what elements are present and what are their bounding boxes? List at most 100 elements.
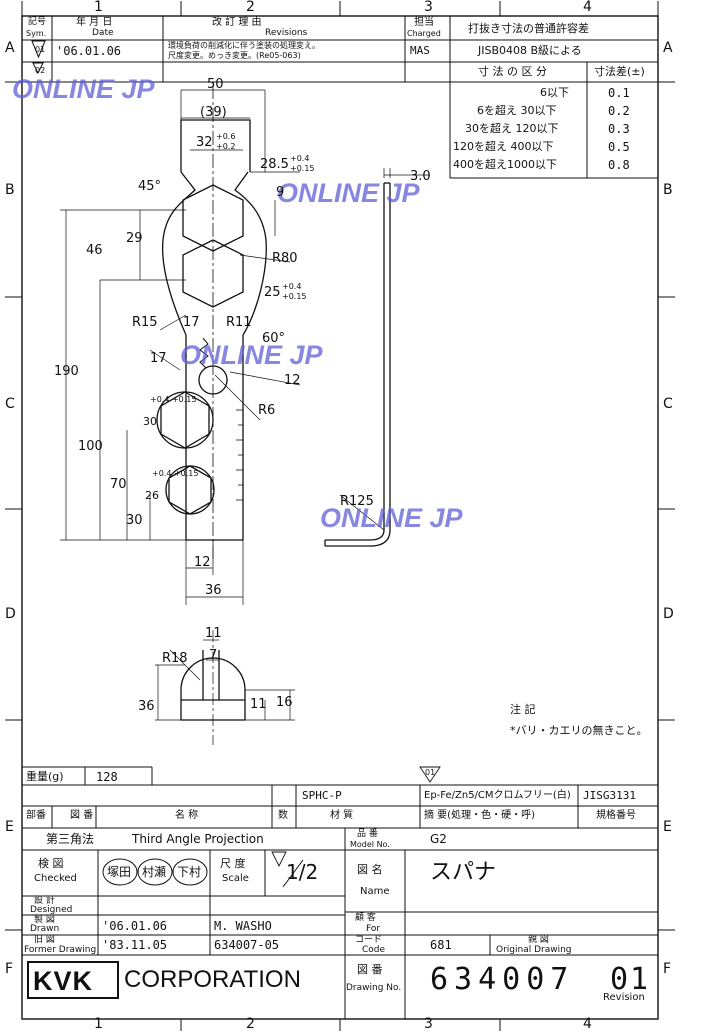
grid-row-c-left: C [5, 396, 15, 412]
rev-row1-text2: 尺度変更。めっき変更。(Re05-063) [168, 51, 301, 60]
h-qty: 数 [278, 810, 288, 821]
drawn-by: M. WASHO [214, 919, 272, 933]
notes-line-1: *バリ・カエリの無きこと。 [510, 724, 648, 737]
dim-11-top: 11 [205, 626, 222, 641]
rev-h-sym: 記号 [28, 17, 47, 27]
designed-label-en: Designed [30, 905, 73, 915]
grid-row-f-left: F [5, 961, 14, 977]
tolerance-h-tol: 寸法差(±) [594, 65, 645, 78]
name-value: スパナ [430, 860, 497, 885]
tolerance-value-1: 0.1 [608, 86, 630, 100]
grid-row-a-right: A [663, 40, 673, 56]
dim-r18: R18 [162, 651, 188, 666]
dim-50: 50 [207, 77, 224, 92]
rev-row1-text1: 環境負荷の削減化に伴う塗装の処理変え。 [168, 41, 320, 50]
dim-7: 7 [209, 648, 218, 663]
h-name: 名 称 [175, 810, 199, 821]
grid-col-4-bottom: 4 [583, 1016, 592, 1032]
h-std: 規格番号 [596, 810, 636, 821]
dim-28-5-tol-lower: +0.15 [290, 164, 315, 173]
dim-r11: R11 [226, 315, 252, 330]
h-material: 材 質 [330, 810, 354, 821]
dim-45-deg: 45° [138, 179, 162, 194]
revision-number: 01 [610, 962, 651, 997]
dim-30-tol: 30 [143, 415, 157, 428]
tolerance-range-2: 6を超え 30以下 [477, 104, 557, 117]
grid-col-1-top: 1 [94, 0, 103, 15]
standard-value: JISG3131 [583, 789, 636, 802]
weight-label: 重量(g) [26, 770, 64, 783]
tolerance-range-4: 120を超え 400以下 [453, 140, 554, 153]
drawingno-label-en: Drawing No. [346, 983, 402, 993]
grid-row-f-right: F [663, 961, 672, 977]
grid-col-3-top: 3 [424, 0, 433, 15]
grid-row-e-right: E [663, 819, 672, 835]
grid-col-3-bottom: 3 [424, 1016, 433, 1032]
dim-9: 9 [276, 185, 285, 200]
grid-row-d-left: D [5, 606, 16, 622]
code-label: コード [355, 935, 383, 945]
grid-col-1-bottom: 1 [94, 1016, 103, 1032]
drawn-label-en: Drawn [30, 924, 60, 934]
dim-25: 25 [264, 285, 281, 300]
rev-row2-sym: 02 [35, 66, 46, 75]
rev-h-charged-en: Charged [407, 29, 441, 38]
dim-r80: R80 [272, 251, 298, 266]
revision-label: Revision [603, 992, 645, 1003]
rev-h-date-en: Date [92, 28, 114, 38]
dim-26-tol-small: +0.4 +0.15 [152, 469, 199, 478]
dim-60-deg: 60° [262, 331, 286, 346]
watermark-2: ONLINE JP [277, 178, 420, 208]
rev-h-sym-en: Sym. [26, 29, 47, 38]
dim-28-5: 28.5 [260, 157, 289, 172]
grid-row-e-left: E [5, 819, 14, 835]
h-finish: 摘 要(処理・色・硬・呼) [424, 810, 535, 821]
stamp-approver: 村瀬 [142, 865, 167, 879]
rev-row1-date: '06.01.06 [56, 44, 122, 58]
finish-value: Ep-Fe/Zn5/CMクロムフリー(白) [424, 790, 571, 801]
projection-en: Third Angle Projection [132, 832, 264, 846]
dim-32-tol-lower: +0.2 [216, 142, 236, 151]
dim-30: 30 [126, 513, 143, 528]
dim-30-tol-small: +0.4 +0.15 [150, 395, 197, 404]
rev-h-revisions: 改 訂 理 由 [212, 17, 262, 28]
watermark-1: ONLINE JP [12, 74, 155, 104]
original-label-en: Original Drawing [496, 945, 572, 955]
tolerance-h-range: 寸 法 の 区 分 [478, 65, 547, 78]
projection-jp: 第三角法 [46, 832, 95, 846]
former-label-en: Former Drawing [24, 945, 97, 955]
drawn-label: 製 図 [34, 915, 55, 925]
material-value: SPHC-P [302, 789, 342, 802]
tolerance-value-2: 0.2 [608, 104, 630, 118]
grid-row-a-left: A [5, 40, 15, 56]
watermark-3: ONLINE JP [180, 340, 323, 370]
checked-label: 検 図 [38, 857, 64, 870]
dim-39: (39) [200, 105, 227, 120]
grid-col-2-top: 2 [246, 0, 255, 15]
dim-12-upper: 12 [284, 373, 301, 388]
dim-25-tol-lower: +0.15 [282, 292, 307, 301]
rev-h-revisions-en: Revisions [265, 28, 308, 38]
dim-46: 46 [86, 243, 103, 258]
code-value: 681 [430, 938, 452, 952]
dim-11-detail: 11 [250, 697, 267, 712]
grid-col-4-top: 4 [583, 0, 592, 15]
checked-label-en: Checked [34, 873, 77, 884]
rev-row1-sym: 01 [35, 45, 46, 54]
tolerance-standard: JISB0408 B級による [478, 44, 582, 57]
former-no: 634007-05 [214, 938, 280, 952]
grid-row-b-right: B [663, 182, 673, 198]
dim-100: 100 [78, 439, 103, 454]
former-label: 旧 図 [34, 935, 55, 945]
tolerance-value-4: 0.5 [608, 140, 630, 154]
name-label-en: Name [360, 886, 390, 897]
former-date: '83.11.05 [102, 938, 168, 952]
dim-16: 16 [276, 695, 293, 710]
company-name: CORPORATION [124, 966, 301, 993]
dim-32: 32 [196, 135, 213, 150]
name-label: 図 名 [357, 863, 383, 876]
dim-r6: R6 [258, 403, 276, 418]
notes-title: 注 記 [510, 703, 536, 716]
drawingno-label: 図 番 [357, 963, 383, 976]
